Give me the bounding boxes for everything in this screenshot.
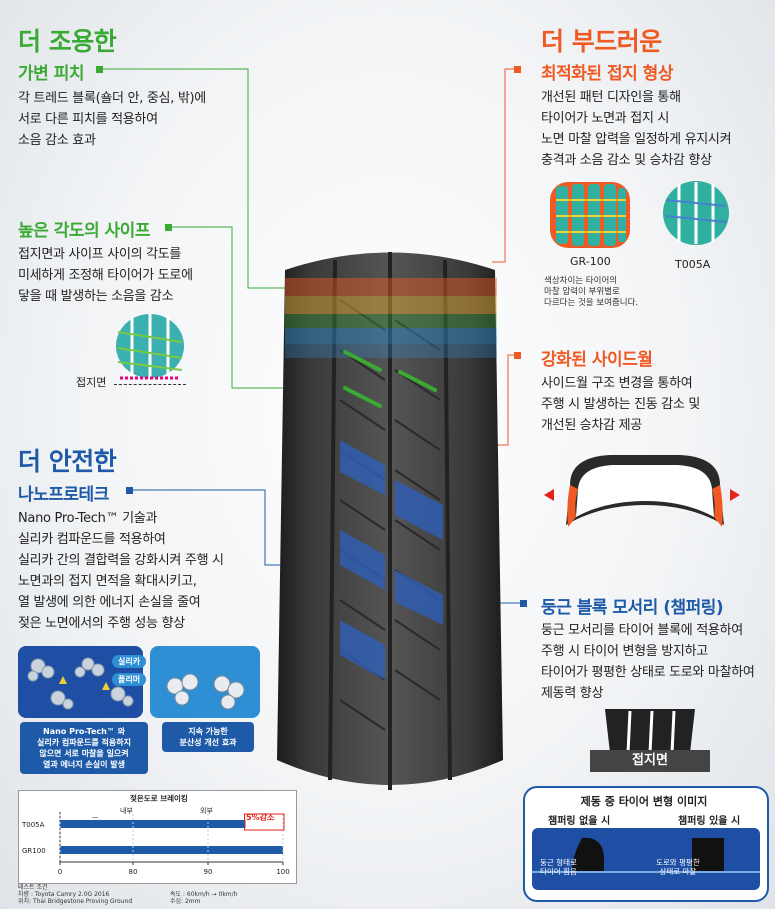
sipe-desc: 접지면과 사이프 사이의 각도를 미세하게 조정해 타이어가 도로에 닿을 때 … [18, 247, 193, 304]
chart-title: 젖은도로 브레이킹 [130, 794, 188, 803]
nano-marker [126, 487, 133, 494]
sipe-title: 높은 각도의 사이프 [18, 221, 150, 241]
nano-with-panel [150, 646, 260, 718]
nano-with-caption: 지속 가능한 분산성 개선 효과 [162, 722, 254, 752]
contact-desc: 개선된 패턴 디자인을 통해 타이어가 노면과 접지 시 노면 마찰 압력을 일… [541, 90, 732, 168]
chart-x-tick-label: 90 [204, 868, 213, 876]
t005a-label: T005A [675, 258, 711, 271]
chart-x-tick-label: 80 [129, 868, 138, 876]
deformation-box-title: 제동 중 타이어 변형 이미지 [580, 795, 708, 808]
nano-title: 나노프로테크 [18, 485, 109, 505]
sipe-footprint-image [116, 314, 184, 380]
sidewall-desc: 사이드월 구조 변경을 통하여 주행 시 발생하는 진동 감소 및 개선된 승차… [541, 376, 701, 433]
pitch-desc: 각 트레드 블록(숄더 안, 중심, 밖)에 서로 다른 피치를 적용하여 소음… [18, 91, 206, 148]
test-conditions: 테스트 조건 차량 : Toyota Camry 2.0G 2016 위치: T… [18, 884, 133, 905]
chart-x-tick-label: 100 [276, 868, 289, 876]
chart-label-inner: 내부 [120, 807, 133, 815]
pill-silica: 실리카 [112, 655, 147, 668]
chart-annotation-box [244, 813, 285, 831]
nano-desc: Nano Pro-Tech™ 기술과 실리카 컴파운드를 적용하여 실리카 간의… [18, 511, 224, 631]
chart-category-label: GR100 [22, 847, 46, 855]
pitch-title: 가변 피치 [18, 64, 84, 84]
safe-heading: 더 안전한 [18, 447, 117, 476]
pill-polymer: 폴리머 [112, 673, 147, 686]
t005a-footprint-image [663, 181, 729, 245]
contact-dash [114, 384, 186, 385]
chamfer-contact-label: 접지면 [590, 750, 710, 772]
chart-bar-gr100 [60, 846, 283, 854]
wet-braking-chart-frame [18, 790, 297, 884]
with-chamfer-label: 챔퍼링 있을 시 [678, 816, 741, 827]
contact-marker [514, 66, 521, 73]
quiet-heading: 더 조용한 [18, 27, 117, 56]
sidewall-cross-section-image [544, 455, 740, 527]
sidewall-marker [514, 352, 521, 359]
without-chamfer-caption: 둥근 형태로 타이어 휨음 [540, 858, 577, 876]
chart-category-label: T005A [21, 821, 45, 829]
sipe-marker [165, 224, 172, 231]
test-conditions-2: 속도 : 60km/h → 0km/h 수심: 2mm [170, 891, 238, 905]
contact-title: 최적화된 접지 형상 [541, 64, 673, 84]
contact-note: 색상차이는 타이어의 마찰 압력이 부위별로 다르다는 것을 보여줍니다. [544, 276, 639, 308]
sipe-contact-label: 접지면 [76, 376, 107, 389]
chart-x-tick-label: 0 [58, 868, 62, 876]
tire-image [277, 252, 503, 790]
wet-braking-chart: T005A GR100 0 80 90 100 [21, 812, 290, 876]
chamfer-block-image [605, 709, 695, 754]
pitch-marker [96, 66, 103, 73]
without-chamfer-label: 챔퍼링 없을 시 [548, 816, 611, 827]
gr100-footprint-image [550, 182, 630, 248]
sidewall-title: 강화된 사이드월 [541, 350, 653, 370]
deformation-panel [532, 828, 760, 890]
chamfer-title: 둥근 블록 모서리 (챔퍼링) [541, 598, 724, 618]
nano-without-caption: Nano Pro-Tech™ 와 실리카 컴파운드를 적용하지 않으면 서로 마… [20, 722, 148, 774]
chart-bar-t005a [60, 820, 246, 828]
chart-label-dash: ㅡ [92, 814, 99, 822]
chart-badge: 5%감소 [246, 813, 275, 822]
with-chamfer-caption: 도로와 평평한 상태로 마찰 [656, 858, 700, 876]
chamfer-desc: 둥근 모서리를 타이어 블록에 적용하여 주행 시 타이어 변형을 방지하고 타… [541, 623, 755, 701]
soft-heading: 더 부드러운 [541, 27, 662, 56]
gr100-label: GR-100 [570, 255, 611, 268]
chamfer-marker [520, 600, 527, 607]
chart-label-outer: 외부 [200, 807, 213, 815]
